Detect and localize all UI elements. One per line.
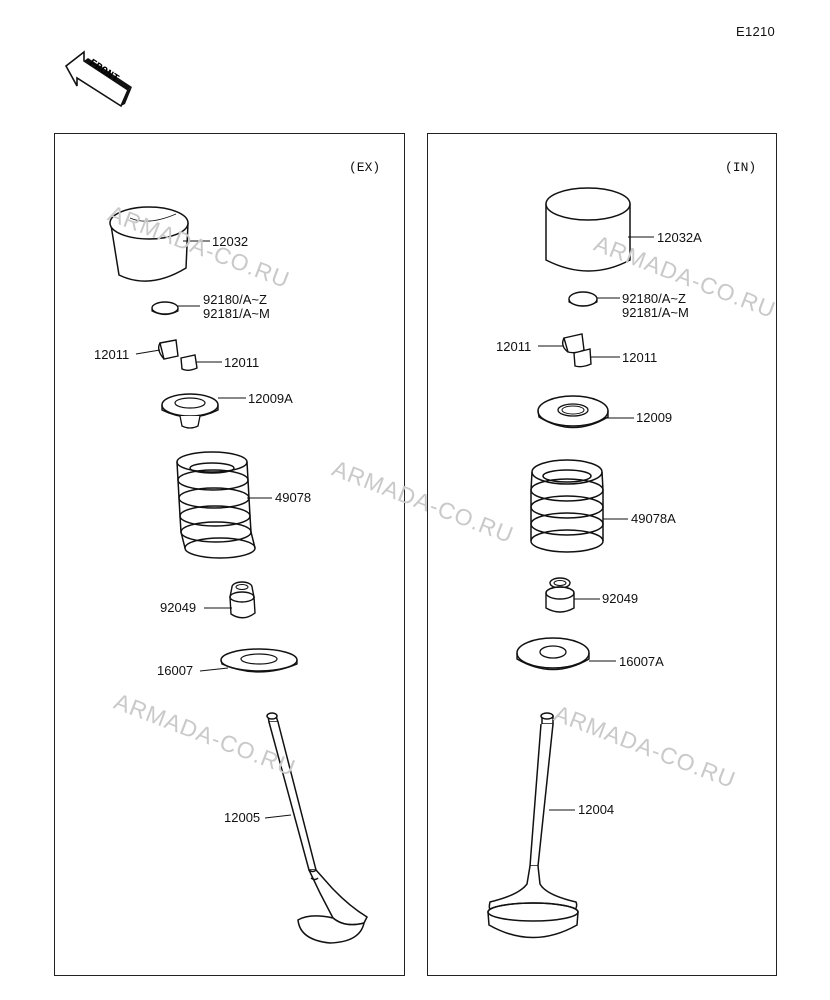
in-valve-drawing bbox=[487, 712, 579, 939]
in-retainer-part-number[interactable]: 12009 bbox=[636, 410, 673, 425]
in-valve-part-number[interactable]: 12004 bbox=[578, 802, 615, 817]
in-cotter-left-part-number[interactable]: 12011 bbox=[496, 339, 532, 354]
ex-seal-drawing bbox=[229, 581, 256, 619]
ex-spring-drawing bbox=[176, 451, 256, 559]
ex-cotter-drawing bbox=[157, 339, 198, 371]
ex-shim-drawing bbox=[151, 301, 179, 316]
front-arrow-icon: FRONT bbox=[64, 50, 132, 108]
in-tappet-part-number[interactable]: 12032A bbox=[657, 230, 702, 245]
in-shim-alt-part-number[interactable]: 92181/A~M bbox=[622, 305, 689, 320]
in-shim-drawing bbox=[568, 291, 598, 307]
ex-tappet-part-number[interactable]: 12032 bbox=[212, 234, 249, 249]
in-retainer-drawing bbox=[537, 395, 609, 429]
in-seal-part-number[interactable]: 92049 bbox=[602, 591, 639, 606]
ex-shim-part-number[interactable]: 92180/A~Z bbox=[203, 292, 267, 307]
ex-seal-part-number[interactable]: 92049 bbox=[160, 600, 197, 615]
ex-retainer-part-number[interactable]: 12009A bbox=[248, 391, 293, 406]
diagram-code: E1210 bbox=[736, 24, 776, 39]
exhaust-panel-label: (EX) bbox=[349, 160, 381, 175]
ex-cotter-left-part-number[interactable]: 12011 bbox=[94, 347, 130, 362]
in-leader-lines bbox=[538, 236, 654, 811]
ex-valve-drawing bbox=[266, 712, 368, 944]
in-seat-part-number[interactable]: 16007A bbox=[619, 654, 664, 669]
in-spring-drawing bbox=[530, 459, 604, 553]
ex-seat-part-number[interactable]: 16007 bbox=[157, 663, 194, 678]
ex-valve-part-number[interactable]: 12005 bbox=[224, 810, 261, 825]
in-seat-drawing bbox=[516, 637, 590, 671]
ex-spring-part-number[interactable]: 49078 bbox=[275, 490, 312, 505]
in-tappet-drawing bbox=[545, 187, 631, 272]
in-spring-part-number[interactable]: 49078A bbox=[631, 511, 676, 526]
ex-leader-lines bbox=[135, 240, 292, 819]
in-seal-drawing bbox=[545, 577, 575, 613]
ex-shim-alt-part-number[interactable]: 92181/A~M bbox=[203, 306, 270, 321]
ex-retainer-drawing bbox=[161, 393, 219, 429]
intake-panel bbox=[427, 133, 777, 976]
in-cotter-drawing bbox=[561, 333, 592, 368]
intake-panel-label: (IN) bbox=[725, 160, 757, 175]
ex-cotter-right-part-number[interactable]: 12011 bbox=[224, 355, 260, 370]
in-cotter-right-part-number[interactable]: 12011 bbox=[622, 350, 658, 365]
ex-seat-drawing bbox=[220, 648, 298, 673]
ex-tappet-drawing bbox=[109, 206, 189, 282]
in-shim-part-number[interactable]: 92180/A~Z bbox=[622, 291, 686, 306]
exhaust-panel bbox=[54, 133, 405, 976]
